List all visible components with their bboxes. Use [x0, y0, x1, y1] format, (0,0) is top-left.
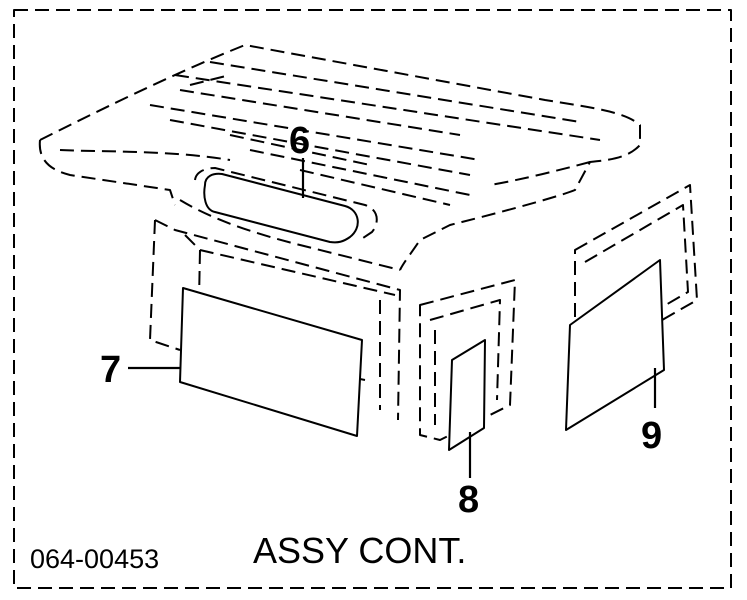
- callout-6-label: 6: [289, 120, 310, 162]
- callout-7-label: 7: [100, 349, 121, 391]
- dashed-border: [13, 9, 732, 589]
- part-6-roof-window: [194, 167, 378, 244]
- part-9-right-side-glass: [565, 259, 665, 431]
- caption-assy-cont: ASSY CONT.: [253, 530, 466, 571]
- hardtop-roof-outline: [38, 44, 641, 271]
- part-number: 064-00453: [30, 544, 159, 574]
- callout-9-label: 9: [641, 415, 662, 457]
- part-7-left-side-glass: [179, 287, 363, 437]
- callout-8-label: 8: [458, 479, 479, 521]
- part-8-quarter-glass: [448, 339, 486, 451]
